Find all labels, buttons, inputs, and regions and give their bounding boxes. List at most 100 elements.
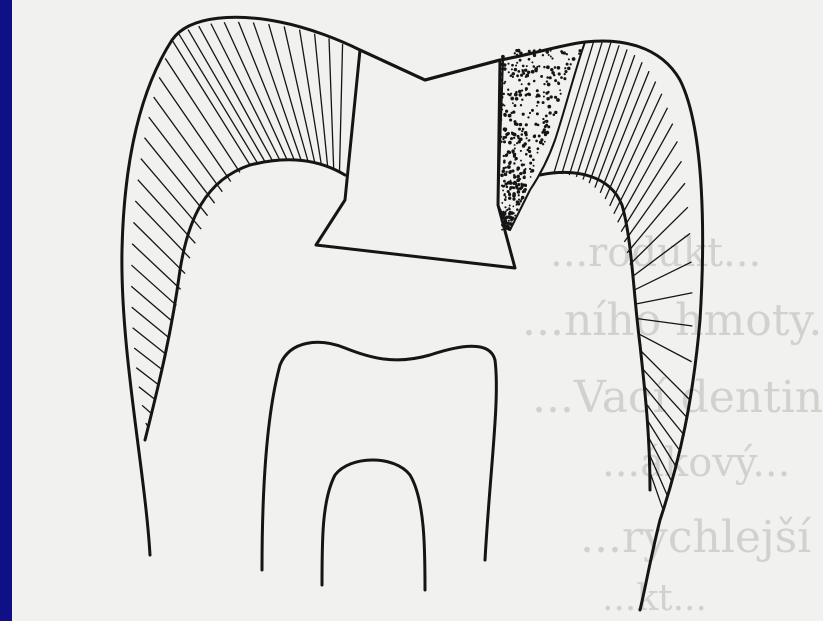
caries-dot bbox=[520, 74, 523, 77]
caries-dot bbox=[513, 162, 515, 164]
hatch-line bbox=[179, 34, 257, 163]
caries-dot bbox=[537, 101, 540, 104]
caries-dot bbox=[503, 140, 506, 143]
hatch-line bbox=[172, 40, 250, 165]
caries-dot bbox=[525, 133, 528, 136]
caries-dot bbox=[510, 75, 512, 77]
hatch-line bbox=[621, 141, 677, 231]
dentin-enamel-junction-left bbox=[145, 160, 345, 440]
caries-dot bbox=[516, 178, 520, 182]
caries-dot bbox=[519, 90, 522, 93]
caries-dot bbox=[525, 153, 528, 156]
hatch-line bbox=[188, 30, 265, 162]
caries-dot bbox=[543, 128, 546, 131]
caries-dot bbox=[564, 73, 566, 75]
caries-dot bbox=[549, 76, 552, 79]
caries-dot bbox=[530, 171, 532, 173]
caries-dot bbox=[501, 229, 503, 231]
caries-dot bbox=[515, 187, 517, 189]
caries-dot bbox=[535, 95, 537, 97]
caries-dot bbox=[528, 58, 531, 61]
caries-dot bbox=[563, 77, 566, 80]
caries-dot bbox=[516, 62, 518, 64]
caries-dot bbox=[558, 72, 561, 75]
caries-dot bbox=[537, 152, 539, 154]
caries-dot bbox=[528, 150, 531, 153]
caries-dot bbox=[542, 54, 544, 56]
hatch-line bbox=[562, 41, 603, 174]
caries-dot bbox=[503, 82, 505, 84]
caries-dot bbox=[533, 165, 535, 167]
caries-dot bbox=[544, 141, 546, 143]
caries-dot bbox=[540, 75, 543, 78]
caries-dot bbox=[527, 116, 529, 118]
hatch-line bbox=[636, 293, 693, 304]
hatch-line bbox=[634, 262, 692, 290]
caries-dot bbox=[511, 131, 513, 133]
hatch-line bbox=[159, 77, 231, 181]
caries-dot bbox=[512, 192, 516, 196]
caries-dot bbox=[516, 208, 519, 211]
caries-dot bbox=[525, 89, 527, 91]
caries-dot bbox=[548, 54, 550, 56]
caries-dot bbox=[543, 91, 545, 93]
caries-dot bbox=[515, 97, 519, 101]
caries-dot bbox=[521, 163, 524, 166]
caries-dot bbox=[536, 105, 538, 107]
caries-dot bbox=[550, 55, 552, 57]
caries-dot bbox=[512, 76, 514, 78]
caries-dot bbox=[532, 158, 535, 161]
hatch-line bbox=[238, 22, 294, 160]
caries-dot bbox=[546, 65, 550, 69]
caries-dot bbox=[507, 165, 511, 169]
caries-dot bbox=[546, 97, 550, 101]
caries-dot bbox=[546, 76, 549, 79]
caries-dot bbox=[517, 190, 521, 194]
caries-dot bbox=[551, 57, 553, 59]
caries-dot bbox=[528, 146, 531, 149]
caries-dot bbox=[513, 133, 517, 137]
caries-dot bbox=[537, 124, 540, 127]
caries-dot bbox=[545, 133, 547, 135]
caries-dot bbox=[518, 128, 521, 131]
hatch-line bbox=[132, 307, 169, 338]
hatch-line bbox=[133, 222, 185, 273]
caries-dot bbox=[512, 102, 514, 104]
caries-dot bbox=[510, 137, 513, 140]
caries-dot bbox=[508, 170, 511, 173]
caries-dot bbox=[505, 196, 507, 198]
caries-dot bbox=[503, 185, 505, 187]
caries-dot bbox=[508, 114, 512, 118]
caries-dot bbox=[525, 123, 528, 126]
caries-dot bbox=[508, 71, 510, 73]
caries-dot bbox=[513, 137, 515, 139]
caries-dot bbox=[537, 147, 540, 150]
caries-dot bbox=[538, 135, 541, 138]
caries-dot bbox=[524, 184, 527, 187]
caries-dot bbox=[512, 186, 515, 189]
caries-dot bbox=[518, 198, 520, 200]
caries-dot bbox=[518, 79, 521, 82]
caries-dot bbox=[536, 89, 539, 92]
caries-dot bbox=[554, 79, 557, 82]
caries-dot bbox=[529, 112, 531, 114]
caries-dot bbox=[545, 115, 548, 118]
caries-dot bbox=[570, 63, 572, 65]
caries-dot bbox=[529, 168, 531, 170]
caries-dot bbox=[550, 68, 553, 71]
caries-dot bbox=[526, 137, 528, 139]
caries-dot bbox=[521, 130, 523, 132]
caries-dot bbox=[545, 120, 548, 123]
caries-dot bbox=[531, 61, 533, 63]
caries-dot bbox=[514, 52, 516, 54]
caries-dot bbox=[557, 66, 561, 70]
caries-dot bbox=[512, 197, 515, 200]
hatch-line bbox=[649, 454, 667, 496]
hatch-line bbox=[315, 34, 328, 167]
caries-dot bbox=[535, 69, 538, 72]
caries-dot bbox=[526, 65, 528, 67]
caries-dot bbox=[515, 91, 518, 94]
inlay-cavity-outline bbox=[316, 50, 515, 268]
caries-dot bbox=[517, 187, 519, 189]
